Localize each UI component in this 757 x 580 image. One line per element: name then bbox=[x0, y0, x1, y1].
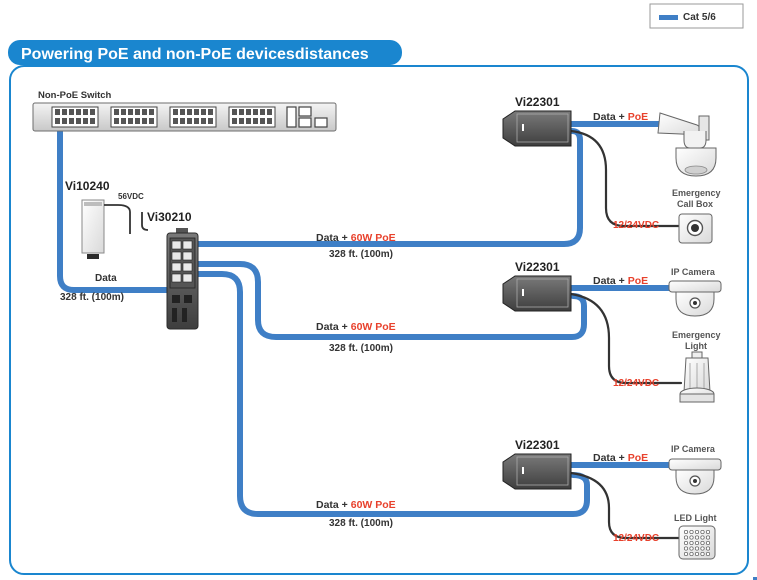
injector-model: Vi30210 bbox=[147, 210, 192, 224]
splitter-2-model: Vi22301 bbox=[515, 260, 560, 274]
splitter-2-dc-label: 12/24VDC bbox=[613, 378, 659, 389]
title-tab: Powering PoE and non-PoE devicesdistance… bbox=[8, 40, 402, 65]
legend-swatch bbox=[659, 15, 678, 20]
poe-injector-vi30210: Vi30210 bbox=[141, 210, 199, 330]
cable-uplink bbox=[57, 123, 171, 293]
uplink-label: Data bbox=[95, 273, 117, 284]
switch-ports bbox=[51, 106, 276, 128]
device-3-label-l1: LED Light bbox=[674, 513, 717, 523]
legend-label: Cat 5/6 bbox=[683, 12, 716, 23]
switch-sfp-2 bbox=[298, 106, 312, 117]
dome-camera-icon-2 bbox=[668, 458, 722, 495]
splitter-3: Vi22301 bbox=[502, 438, 572, 490]
switch-sfp-1 bbox=[286, 106, 297, 128]
device-2-poe-label: IP Camera bbox=[671, 267, 716, 277]
splitter-2: Vi22301 bbox=[502, 260, 572, 312]
legend: Cat 5/6 bbox=[649, 3, 744, 29]
splitter-1-dc-label: 12/24VDC bbox=[613, 220, 659, 231]
splitter-3-poe-label: Data + PoE bbox=[593, 452, 648, 464]
run-2-distance: 328 ft. (100m) bbox=[329, 343, 393, 354]
run-1-label: Data + 60W PoE bbox=[316, 232, 396, 244]
dc-wire-3 bbox=[569, 471, 683, 540]
device-1-label-l1: Emergency bbox=[672, 188, 721, 198]
diagram-frame bbox=[9, 65, 749, 575]
device-2-label-l1: Emergency bbox=[672, 330, 721, 340]
power-supply-voltage: 56VDC bbox=[118, 192, 144, 201]
run-3-distance: 328 ft. (100m) bbox=[329, 518, 393, 529]
ptz-camera-icon bbox=[657, 112, 717, 177]
run-2-label: Data + 60W PoE bbox=[316, 321, 396, 333]
cable-run-2 bbox=[193, 261, 587, 340]
splitter-2-poe-label: Data + PoE bbox=[593, 275, 648, 287]
page-title: Powering PoE and non-PoE devicesdistance… bbox=[21, 46, 369, 63]
device-3-poe-label: IP Camera bbox=[671, 444, 716, 454]
dc-wire-2 bbox=[569, 292, 683, 385]
dc-wire-1 bbox=[569, 129, 681, 228]
power-supply-vi10240: Vi10240 56VDC bbox=[65, 179, 144, 259]
uplink-distance: 328 ft. (100m) bbox=[60, 292, 124, 303]
power-supply-model: Vi10240 bbox=[65, 179, 110, 193]
splitter-1: Vi22301 bbox=[502, 95, 572, 147]
switch-sfp-4 bbox=[314, 117, 328, 128]
dome-camera-icon bbox=[668, 280, 722, 317]
device-2-label-l2: Light bbox=[685, 341, 707, 351]
non-poe-switch: Non-PoE Switch bbox=[32, 90, 337, 132]
led-light-icon bbox=[678, 525, 716, 560]
page-edge-mark bbox=[753, 577, 757, 580]
splitter-1-model: Vi22301 bbox=[515, 95, 560, 109]
call-box-icon bbox=[678, 213, 713, 244]
device-1-label-l2: Call Box bbox=[677, 199, 713, 209]
switch-label: Non-PoE Switch bbox=[38, 90, 112, 101]
injector-ports bbox=[171, 240, 193, 283]
run-3-label: Data + 60W PoE bbox=[316, 499, 396, 511]
splitter-3-dc-label: 12/24VDC bbox=[613, 533, 659, 544]
cable-run-3 bbox=[193, 271, 590, 517]
switch-sfp-3 bbox=[298, 117, 312, 128]
splitter-3-model: Vi22301 bbox=[515, 438, 560, 452]
run-1-distance: 328 ft. (100m) bbox=[329, 249, 393, 260]
emergency-light-icon bbox=[679, 351, 715, 403]
splitter-1-poe-label: Data + PoE bbox=[593, 111, 648, 123]
